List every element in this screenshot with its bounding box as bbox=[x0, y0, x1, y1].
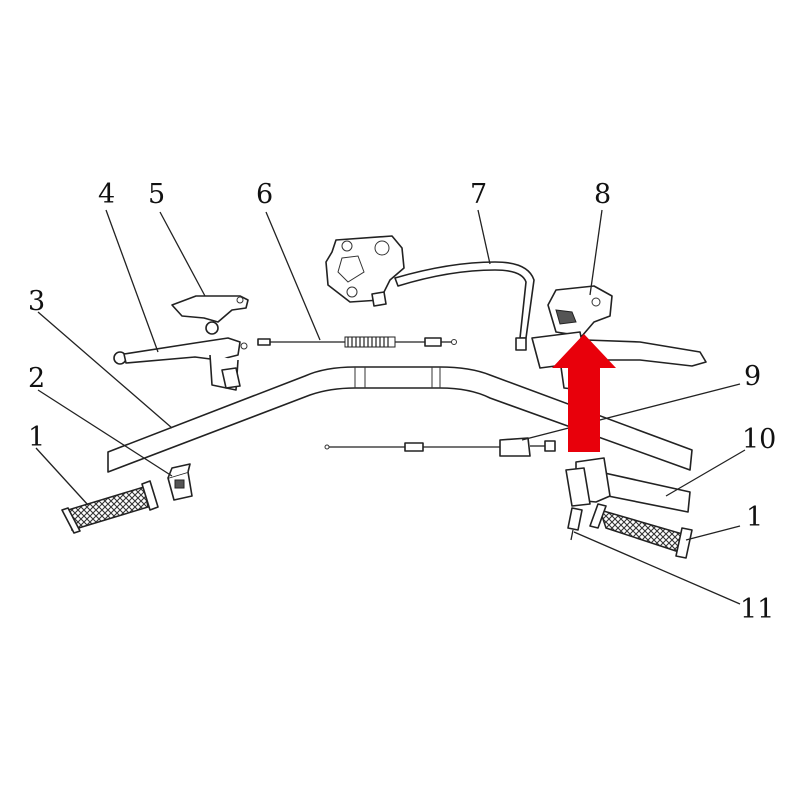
callout-7: 7 bbox=[470, 179, 487, 210]
callout-10: 10 bbox=[742, 424, 776, 455]
brake-hose bbox=[394, 261, 535, 351]
callout-6: 6 bbox=[256, 179, 273, 210]
callout-11: 11 bbox=[740, 594, 774, 625]
callout-1-left: 1 bbox=[28, 422, 45, 453]
callout-8: 8 bbox=[594, 179, 611, 210]
highlight-arrow bbox=[552, 334, 616, 452]
callout-9: 9 bbox=[744, 361, 761, 392]
left-grip bbox=[61, 480, 159, 534]
right-grip bbox=[589, 503, 693, 559]
callout-3: 3 bbox=[28, 286, 45, 317]
brake-caliper bbox=[325, 235, 405, 307]
throttle-adjuster bbox=[567, 507, 583, 541]
callout-4: 4 bbox=[98, 179, 115, 210]
callout-2: 2 bbox=[28, 363, 45, 394]
callout-5: 5 bbox=[148, 179, 165, 210]
callout-1-right: 1 bbox=[746, 502, 763, 533]
leader-lines bbox=[35, 209, 746, 605]
brake-master-cylinder bbox=[531, 285, 707, 391]
clutch-cable bbox=[257, 336, 457, 348]
lever-bracket bbox=[171, 295, 249, 335]
throttle-tube bbox=[565, 457, 691, 513]
clutch-lever bbox=[113, 337, 248, 391]
throttle-cable bbox=[324, 437, 556, 457]
switch-housing bbox=[167, 463, 193, 501]
